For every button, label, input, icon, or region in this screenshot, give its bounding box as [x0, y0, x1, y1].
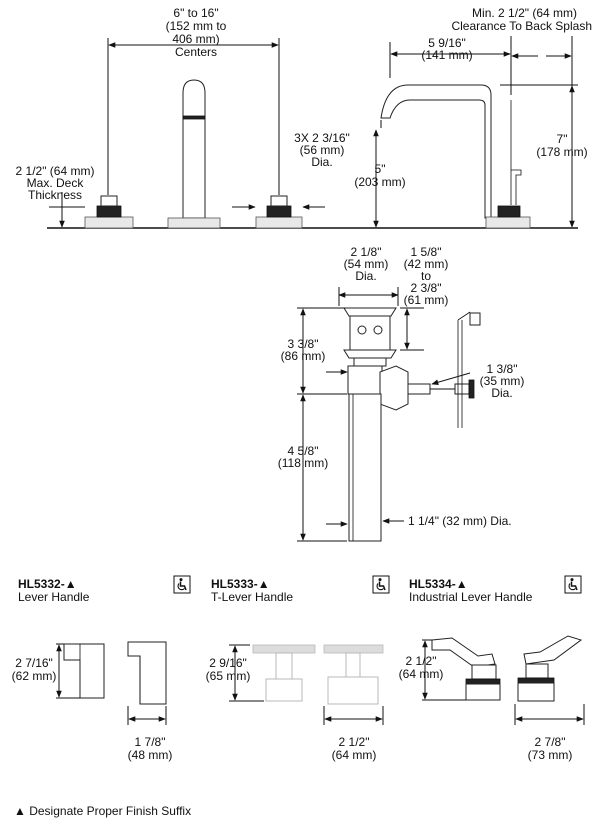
- outlet-dia-line1: 1 3/8": [487, 362, 518, 376]
- stopper-range-line3: to: [421, 269, 431, 283]
- stopper-range-line5: (61 mm): [404, 293, 449, 307]
- drain-assembly: 2 1/8" (54 mm) Dia. 1 5/8" (42 mm) to 2 …: [278, 245, 525, 542]
- center-column: [167, 79, 221, 229]
- left-valve: [84, 195, 134, 229]
- flange-dia-line2: (54 mm): [344, 257, 389, 271]
- overall-height-line2: (178 mm): [536, 145, 587, 159]
- clearance-line1: Min. 2 1/2" (64 mm): [472, 6, 577, 20]
- handle-width-line1: 2 1/2": [339, 735, 370, 749]
- deck-thickness-line3: Thickness: [28, 188, 82, 202]
- handle-name: Industrial Lever Handle: [409, 590, 533, 604]
- handle-width-line1: 2 7/8": [535, 735, 566, 749]
- reach-line1: 5 9/16": [428, 36, 466, 50]
- handle-height-line1: 2 7/16": [15, 656, 53, 670]
- handle-height-line2: (64 mm): [399, 667, 444, 681]
- outlet-dia-line2: (35 mm): [480, 374, 525, 388]
- faucet-elevation: 6" to 16" (152 mm to 406 mm) Centers 2 1…: [16, 6, 592, 229]
- handle-option-t-lever: HL5333-▲ T-Lever Handle 2 9/16" (65 mm) …: [206, 575, 390, 762]
- handle-name: T-Lever Handle: [211, 590, 293, 604]
- centers-dim-line4: Centers: [175, 45, 217, 59]
- handle-model: HL5333-▲: [211, 577, 270, 591]
- centers-dim-line2: (152 mm to: [166, 19, 227, 33]
- wheelchair-accessible-icon: [564, 575, 582, 594]
- wheelchair-accessible-icon: [173, 575, 191, 594]
- deck-thickness-line1: 2 1/2" (64 mm): [16, 164, 95, 178]
- handle-option-industrial-lever: HL5334-▲ Industrial Lever Handle 2 1/2" …: [399, 575, 585, 762]
- finish-suffix-footnote: ▲ Designate Proper Finish Suffix: [14, 804, 191, 818]
- hole-dia-line3: Dia.: [311, 155, 332, 169]
- spout-height-line2: (203 mm): [354, 175, 405, 189]
- tailpiece-dia-label: 1 1/4" (32 mm) Dia.: [408, 514, 512, 528]
- centers-dim-line1: 6" to 16": [173, 6, 218, 20]
- handle-width-line2: (73 mm): [528, 748, 573, 762]
- handle-width-line2: (64 mm): [332, 748, 377, 762]
- spout: [380, 84, 531, 229]
- reach-line2: (141 mm): [421, 48, 472, 62]
- right-valve: [255, 195, 303, 229]
- centers-dim-line3: 406 mm): [172, 32, 219, 46]
- spout-height-line1: 5": [375, 162, 386, 176]
- stopper-range-line1: 1 5/8": [411, 245, 442, 259]
- flange-dia-line1: 2 1/8": [351, 245, 382, 259]
- tail-length-line2: (118 mm): [278, 456, 328, 470]
- handle-width-line2: (48 mm): [128, 748, 173, 762]
- handle-name: Lever Handle: [18, 590, 90, 604]
- handle-width-line1: 1 7/8": [135, 735, 166, 749]
- stopper-range-line4: 2 3/8": [411, 281, 442, 295]
- wheelchair-accessible-icon: [372, 575, 390, 594]
- handle-height-line1: 2 9/16": [209, 656, 247, 670]
- hole-dia-line2: (56 mm): [300, 143, 345, 157]
- body-height-line1: 3 3/8": [288, 337, 319, 351]
- tail-length-line1: 4 5/8": [288, 444, 319, 458]
- stopper-range-line2: (42 mm): [404, 257, 449, 271]
- body-height-line2: (86 mm): [281, 349, 326, 363]
- overall-height-line1: 7": [557, 132, 568, 146]
- clearance-line2: Clearance To Back Splash: [451, 19, 592, 33]
- handle-model: HL5334-▲: [409, 577, 468, 591]
- handle-height-line2: (62 mm): [12, 669, 57, 683]
- hole-dia-line1: 3X 2 3/16": [294, 131, 350, 145]
- handle-height-line2: (65 mm): [206, 669, 251, 683]
- handle-height-line1: 2 1/2": [406, 654, 437, 668]
- deck-thickness-line2: Max. Deck: [27, 176, 85, 190]
- handle-option-lever: HL5332-▲ Lever Handle 2 7/16" (62 mm) 1 …: [12, 575, 191, 762]
- outlet-dia-line3: Dia.: [491, 386, 512, 400]
- flange-dia-line3: Dia.: [355, 269, 376, 283]
- handle-model: HL5332-▲: [18, 577, 77, 591]
